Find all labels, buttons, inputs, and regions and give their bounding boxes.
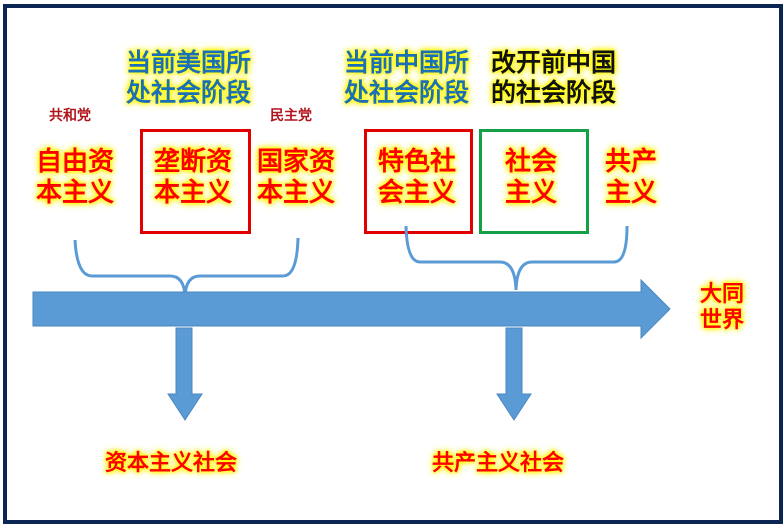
outcome-capitalist-society: 资本主义社会: [105, 451, 238, 476]
party-republican: 共和党: [49, 108, 91, 124]
header-china-stage-line1: 当前中国所: [344, 48, 470, 77]
main-timeline-arrow: [32, 278, 671, 340]
stage-communism: 共产 主义: [605, 147, 657, 208]
stage-monopoly-capitalism: 垄断资 本主义: [154, 147, 232, 208]
stage-line1: 自由资: [36, 147, 115, 177]
stage-line2: 本主义: [154, 177, 233, 208]
stage-line2: 主义: [505, 177, 558, 208]
endpoint-line1: 大同: [700, 282, 745, 307]
header-china-stage: 当前中国所 处社会阶段: [344, 48, 469, 107]
stage-line2: 本主义: [36, 177, 115, 208]
stage-line1: 国家资: [257, 147, 336, 177]
stage-free-capitalism: 自由资 本主义: [36, 147, 114, 208]
highlight-box-monopoly: [140, 129, 251, 234]
stage-socialism: 社会 主义: [505, 147, 557, 208]
brace-capitalism: [73, 237, 300, 297]
header-us-stage-line1: 当前美国所: [126, 48, 252, 77]
header-pre-reform-line1: 改开前中国: [491, 48, 617, 77]
endpoint-line2: 世界: [700, 307, 745, 333]
stage-line1: 垄断资: [154, 147, 233, 177]
header-us-stage-line2: 处社会阶段: [126, 77, 252, 107]
highlight-box-socialism: [479, 129, 589, 234]
highlight-box-chinese-socialism: [364, 129, 473, 234]
header-us-stage: 当前美国所 处社会阶段: [126, 48, 251, 107]
header-pre-reform-line2: 的社会阶段: [491, 77, 617, 107]
header-china-stage-line2: 处社会阶段: [344, 77, 470, 107]
stage-chinese-socialism: 特色社 会主义: [378, 147, 456, 208]
stage-line1: 共产: [605, 147, 658, 177]
stage-line2: 本主义: [257, 177, 336, 208]
brace-socialism: [404, 225, 629, 291]
down-arrow-capitalism: [167, 327, 203, 421]
endpoint-great-harmony: 大同 世界: [700, 282, 744, 334]
stage-state-capitalism: 国家资 本主义: [257, 147, 335, 208]
stage-line1: 特色社: [378, 147, 457, 177]
stage-line2: 会主义: [378, 177, 457, 208]
header-pre-reform: 改开前中国 的社会阶段: [491, 48, 616, 107]
stage-line2: 主义: [605, 177, 658, 208]
outcome-communist-society: 共产主义社会: [432, 451, 565, 476]
stage-line1: 社会: [505, 147, 558, 177]
party-democratic: 民主党: [270, 108, 312, 124]
diagram-frame: [3, 4, 783, 524]
down-arrow-communism: [496, 327, 532, 421]
